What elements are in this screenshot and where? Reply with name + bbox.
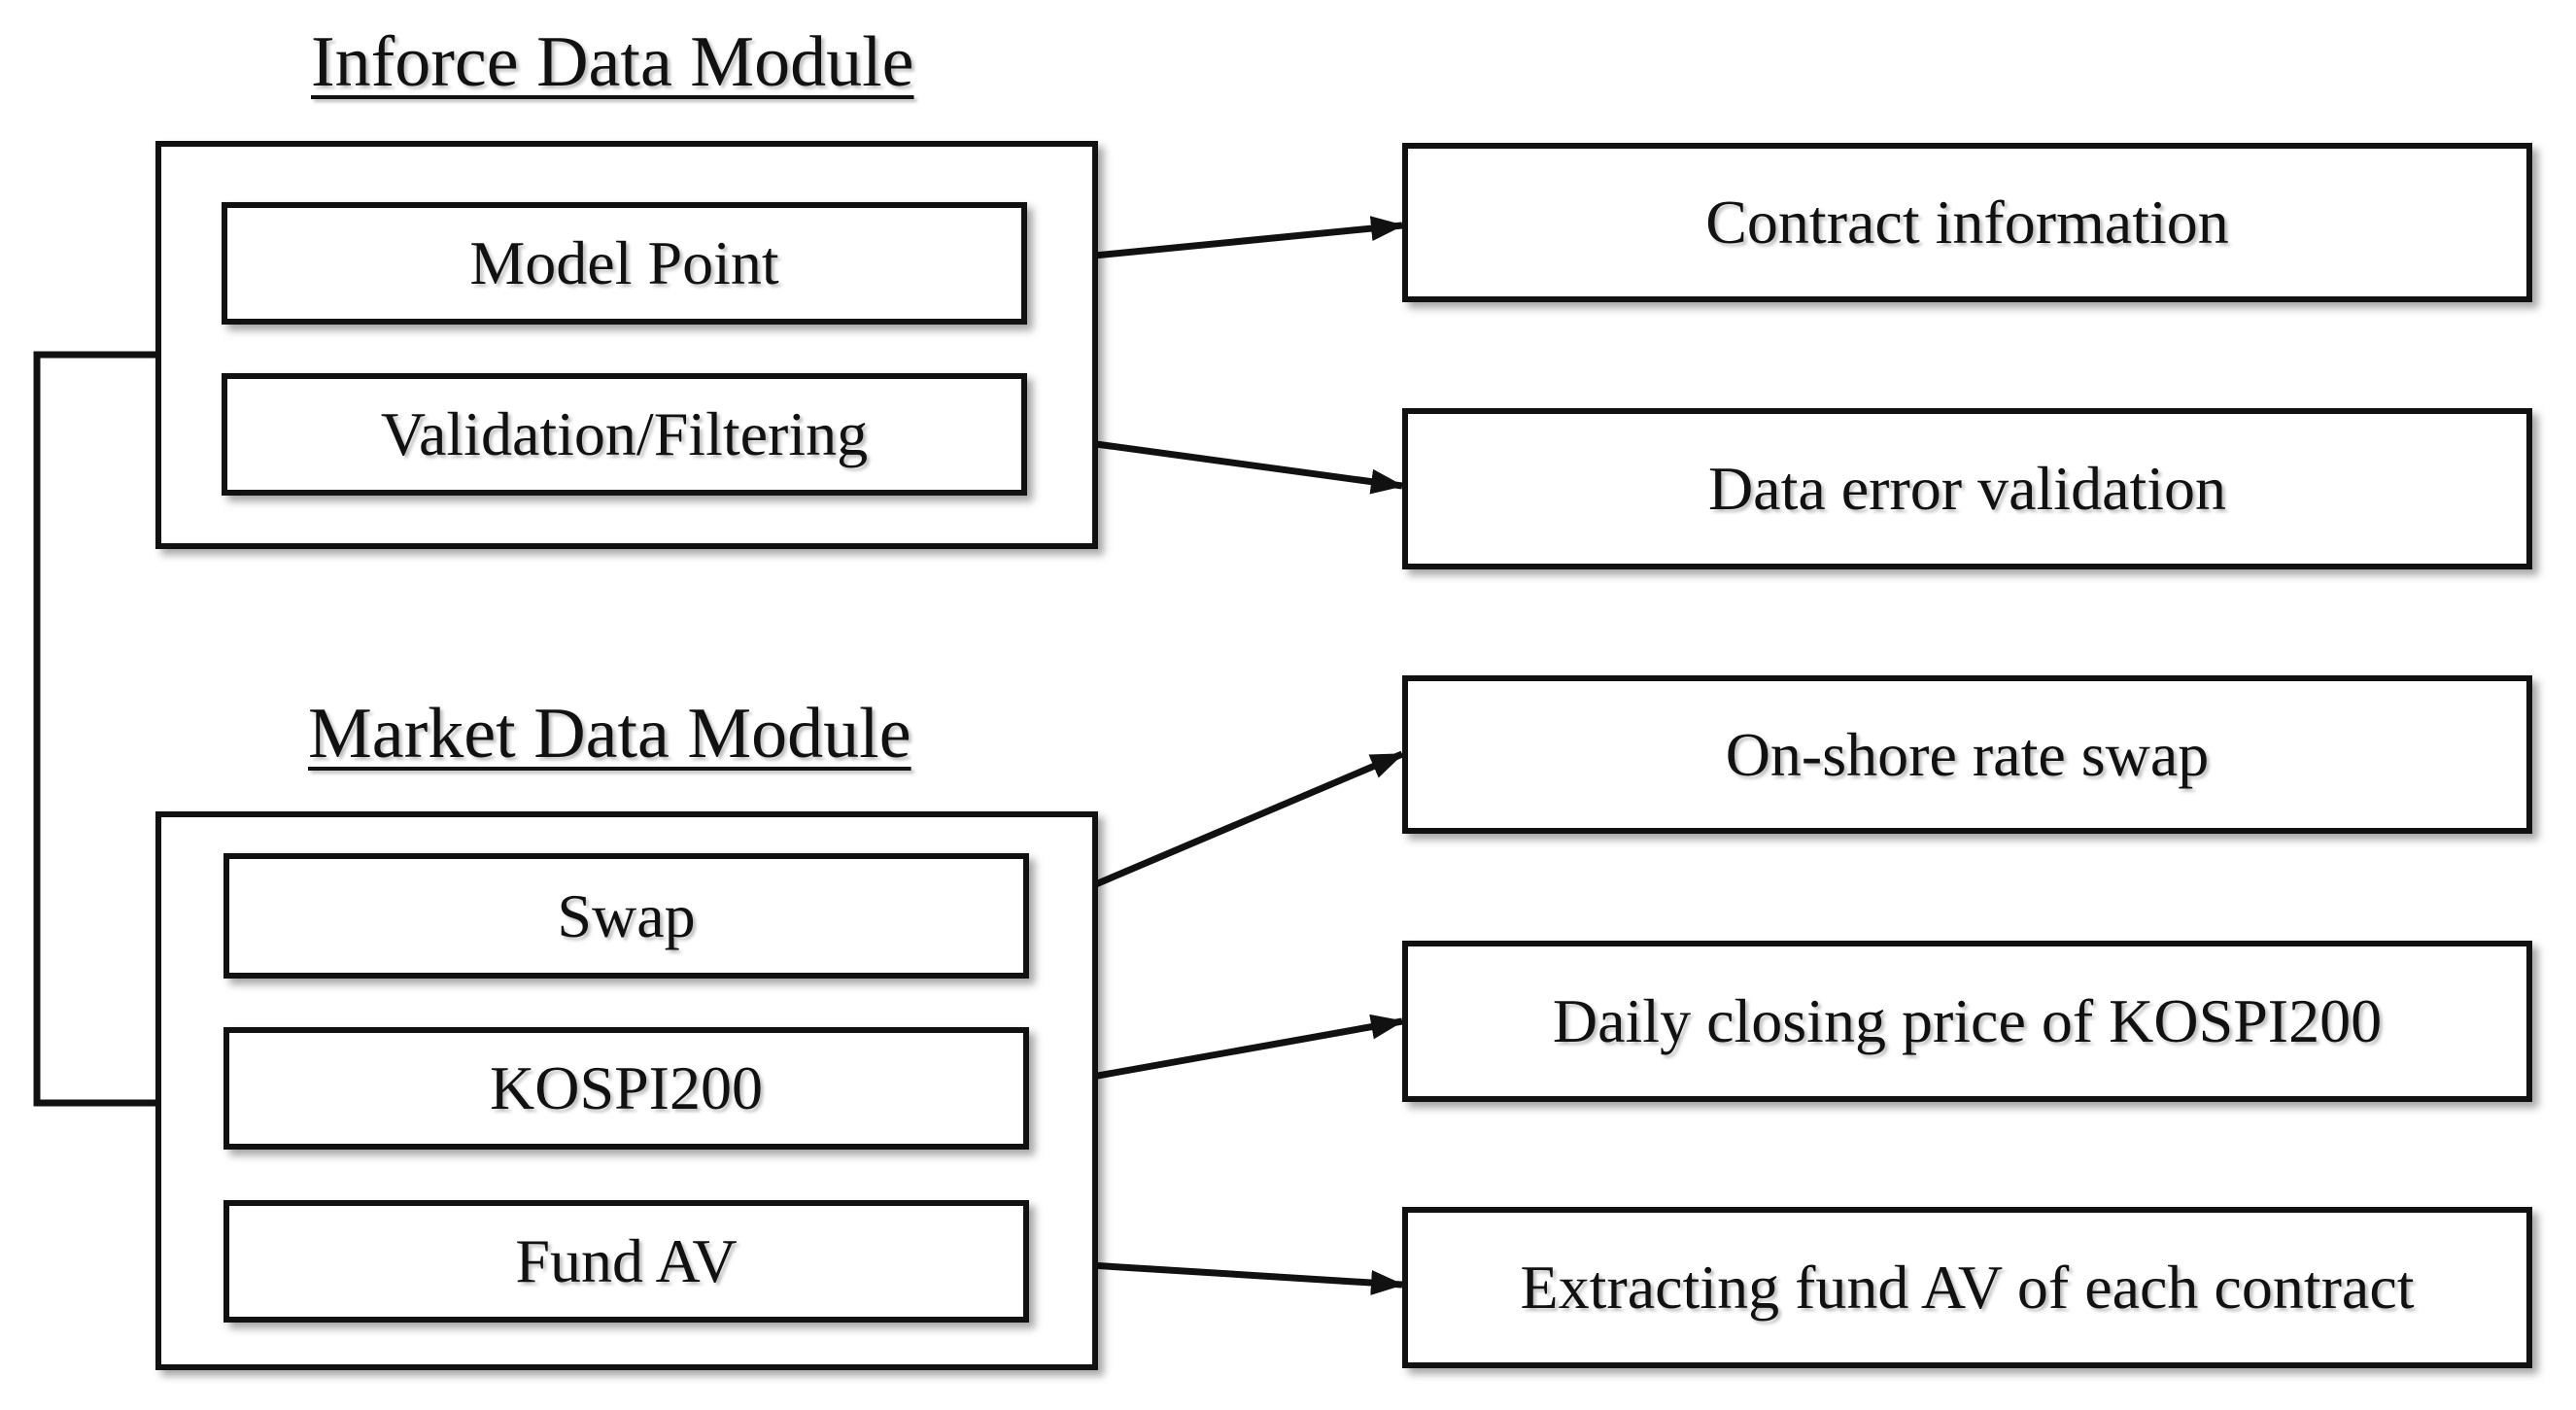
fund-av-box: Fund AV: [223, 1200, 1029, 1323]
module-link-bracket: [33, 351, 155, 1107]
inforce-module-title: Inforce Data Module: [311, 22, 914, 102]
extracting-fund-av-box: Extracting fund AV of each contract: [1402, 1207, 2532, 1368]
data-error-validation-box: Data error validation: [1402, 408, 2532, 569]
validation-filtering-box: Validation/Filtering: [222, 373, 1027, 496]
swap-box: Swap: [223, 853, 1029, 979]
model-point-box: Model Point: [222, 202, 1027, 325]
onshore-rate-swap-box: On-shore rate swap: [1402, 675, 2532, 834]
kospi200-closing-price-box: Daily closing price of KOSPI200: [1402, 941, 2532, 1102]
market-module-title: Market Data Module: [308, 694, 911, 774]
kospi200-box: KOSPI200: [223, 1027, 1029, 1150]
contract-information-box: Contract information: [1402, 143, 2532, 302]
